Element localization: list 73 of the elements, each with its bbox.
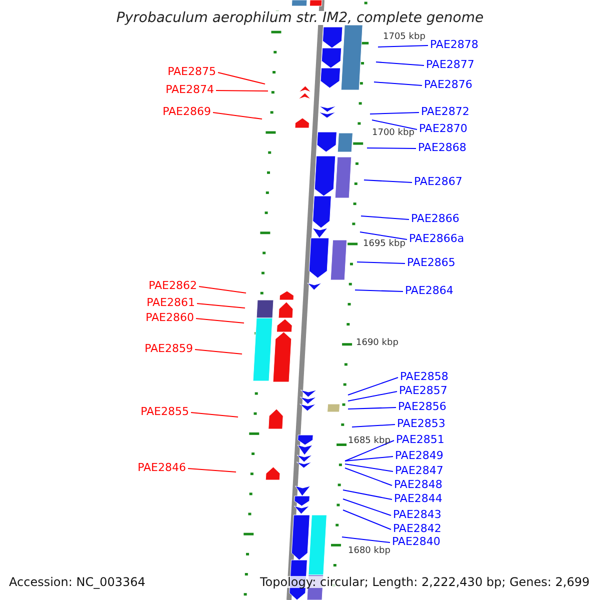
leader-line: [190, 412, 238, 418]
leader-line: [372, 120, 418, 130]
scale-label: 1700 kbp: [372, 129, 414, 138]
leader-line: [360, 216, 410, 220]
leader-line: [344, 456, 394, 462]
leader-line: [196, 303, 246, 308]
scale-label: 1690 kbp: [356, 339, 398, 348]
leader-line: [348, 391, 398, 402]
leader-line: [196, 318, 244, 324]
gene-label: PAE2855: [140, 406, 189, 417]
gene-label: PAE2872: [421, 106, 470, 117]
leader-line: [344, 464, 394, 472]
scale-label: 1680 kbp: [348, 547, 390, 556]
gene-label: PAE2866a: [409, 233, 464, 244]
leader-line: [212, 112, 262, 120]
gene-label: PAE2847: [395, 465, 444, 476]
gene-label: PAE2849: [395, 450, 444, 461]
gene-label: PAE2846: [138, 462, 186, 473]
gene-label: PAE2851: [396, 434, 444, 445]
leader-line: [218, 72, 266, 84]
gene-label: PAE2870: [419, 123, 468, 134]
leader-line: [344, 468, 392, 486]
gene-label: PAE2856: [398, 401, 446, 412]
leader-line: [344, 440, 394, 462]
gene-label: PAE2842: [393, 523, 442, 534]
gene-label: PAE2859: [144, 343, 193, 354]
leader-line: [352, 424, 396, 428]
gene-label: PAE2844: [394, 493, 442, 504]
leader-line: [342, 490, 392, 500]
gene-label: PAE2840: [392, 536, 440, 547]
leader-line: [374, 82, 422, 86]
leader-line: [194, 349, 242, 354]
leader-line: [342, 510, 392, 530]
gene-label: PAE2878: [430, 39, 478, 50]
gene-label: PAE2860: [146, 312, 194, 323]
gene-label: PAE2876: [424, 79, 472, 90]
gene-label: PAE2875: [168, 66, 216, 77]
leader-line: [188, 468, 236, 472]
leader-line: [348, 407, 396, 410]
leader-line: [354, 290, 404, 292]
title: Pyrobaculum aerophilum str. IM2, complete genome: [114, 11, 486, 25]
gene-label: PAE2869: [162, 106, 211, 117]
scale-label: 1685 kbp: [348, 437, 390, 446]
leader-line: [216, 90, 268, 92]
gene-label: PAE2843: [393, 509, 442, 520]
gene-label: PAE2865: [407, 257, 456, 268]
leader-line: [348, 377, 398, 396]
gene-label: PAE2848: [394, 479, 442, 490]
leader-line: [342, 498, 392, 516]
footer-text: Accession: NC_003364: [9, 576, 146, 588]
gene-label: PAE2862: [148, 280, 197, 291]
leader-line: [198, 286, 246, 294]
leader-line: [360, 232, 408, 240]
leader-line: [342, 536, 390, 543]
scale-label: 1695 kbp: [363, 240, 406, 249]
gene-label: PAE2874: [166, 84, 214, 95]
footer-text: Topology: circular; Length: 2,222,430 bp; Genes: 2,699: [260, 576, 590, 588]
gene-label: PAE2866: [411, 213, 460, 224]
gene-label: PAE2861: [146, 297, 195, 308]
leader-line: [378, 45, 428, 48]
scale-label: 1705 kbp: [383, 33, 426, 42]
leader-line: [364, 180, 412, 183]
gene-label: PAE2877: [426, 59, 474, 70]
leader-line: [376, 62, 424, 66]
gene-label: PAE2864: [405, 285, 454, 296]
gene-label: PAE2868: [418, 142, 466, 153]
leader-line: [366, 148, 416, 149]
leader-line: [356, 262, 406, 264]
leader-line: [370, 112, 420, 114]
gene-label: PAE2867: [414, 176, 462, 187]
gene-label: PAE2853: [397, 418, 446, 429]
gene-label: PAE2857: [399, 385, 448, 396]
gene-label: PAE2858: [400, 371, 448, 382]
